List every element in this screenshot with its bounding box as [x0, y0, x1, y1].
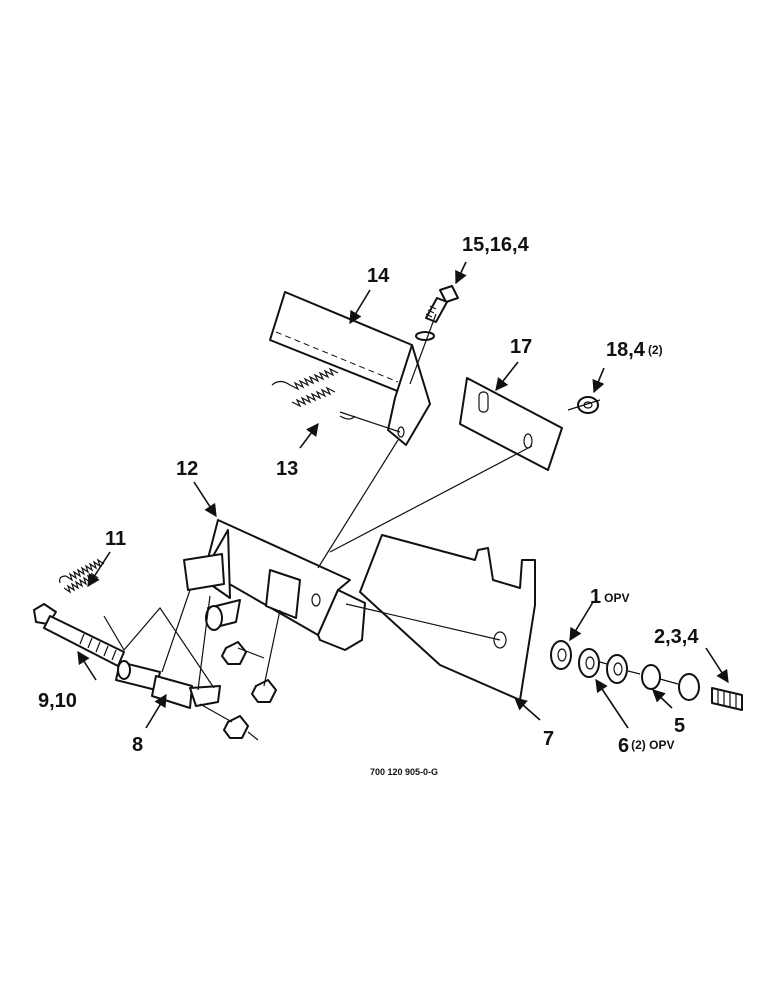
- callout-arrows: [77, 261, 729, 729]
- drawing-reference-number: 700 120 905-0-G: [370, 767, 438, 777]
- callout-11: 11: [105, 528, 126, 550]
- part-7-plate: [359, 534, 536, 701]
- callout-6-number: 6: [618, 735, 629, 757]
- part-11-spring: [59, 558, 105, 594]
- callout-17: 17: [510, 336, 532, 358]
- callout-8: 8: [132, 734, 143, 756]
- callout-18-4: 18,4(2): [606, 339, 663, 361]
- callout-6: 6(2) OPV: [618, 735, 674, 757]
- part-18-nut: [577, 396, 599, 414]
- part-9-bolt: [33, 603, 125, 667]
- callout-2-3-4: 2,3,4: [654, 626, 699, 648]
- part-15-bolt: [415, 285, 459, 341]
- callout-12: 12: [176, 458, 198, 480]
- callout-5: 5: [674, 715, 685, 737]
- washer-stack: [550, 640, 743, 711]
- callout-18-4-number: 18,4: [606, 339, 646, 361]
- part-12-bracket: [183, 519, 366, 651]
- part-14-plate: [269, 291, 431, 446]
- callout-18-4-qty: (2): [648, 343, 663, 357]
- callout-13: 13: [276, 458, 298, 480]
- part-hardware: [205, 599, 277, 739]
- callout-14: 14: [367, 265, 390, 287]
- callout-6-qty-opv: (2) OPV: [631, 738, 674, 752]
- callout-15-16-4: 15,16,4: [462, 234, 530, 256]
- part-13-spring: [271, 367, 356, 420]
- callout-7: 7: [543, 728, 554, 750]
- part-17-plate: [459, 377, 563, 471]
- part-8-hinge: [115, 660, 221, 709]
- callout-9-10: 9,10: [38, 690, 77, 712]
- callout-1-number: 1: [590, 586, 601, 608]
- assembly-lines: [103, 313, 679, 741]
- callout-1-opv: OPV: [604, 591, 629, 605]
